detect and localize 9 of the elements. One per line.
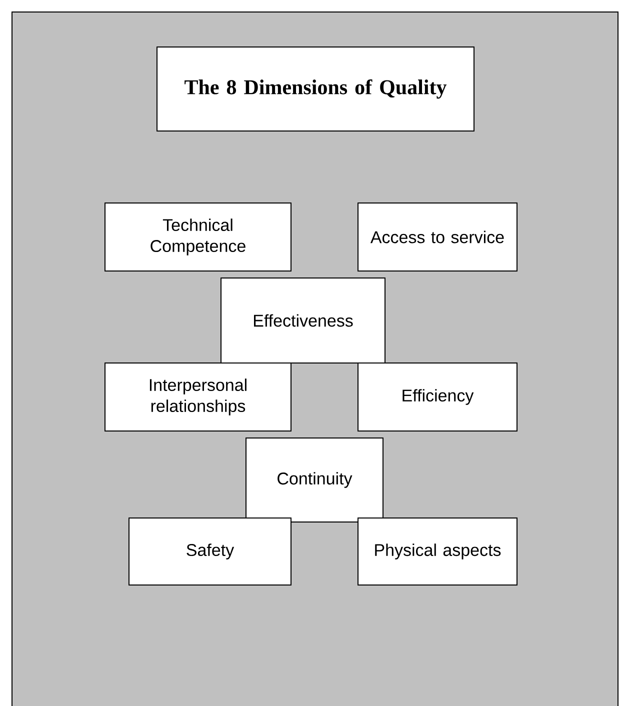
text-box: Effectiveness (220, 278, 386, 364)
text-box: Access to service (358, 202, 518, 272)
text-box: Efficiency (358, 362, 518, 432)
text-box: Safety (128, 518, 292, 586)
text-box: Physical aspects (358, 518, 518, 586)
title-box: The 8 Dimensions of Quality (156, 46, 474, 132)
text-box: Technical Competence (104, 202, 292, 272)
text-box: Interpersonal relationships (104, 362, 292, 432)
text-box: Continuity (246, 438, 384, 522)
